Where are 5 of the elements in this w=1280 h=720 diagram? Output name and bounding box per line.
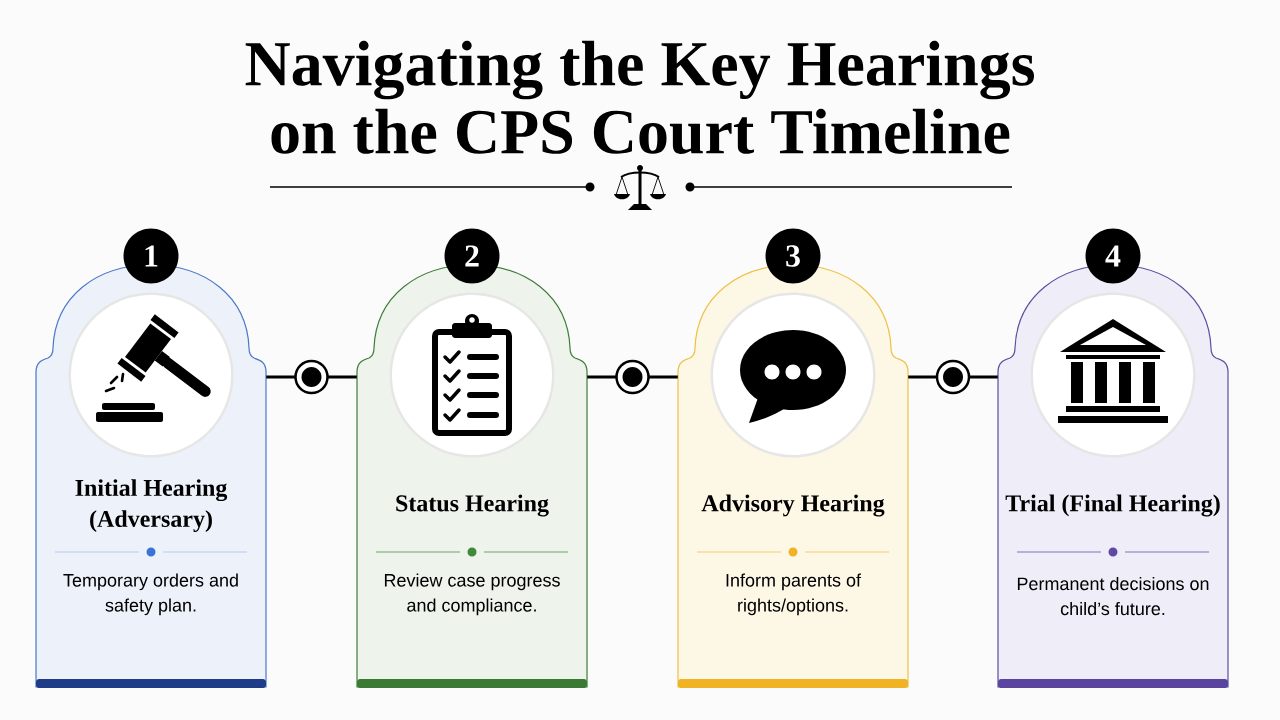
number-badge: 1	[123, 228, 179, 284]
number-badge: 3	[765, 228, 821, 284]
title: Navigating the Key Hearings on the CPS Court Timeline	[245, 40, 1034, 154]
number-badge: 4	[1085, 228, 1141, 284]
number-badge: 2	[444, 228, 500, 284]
